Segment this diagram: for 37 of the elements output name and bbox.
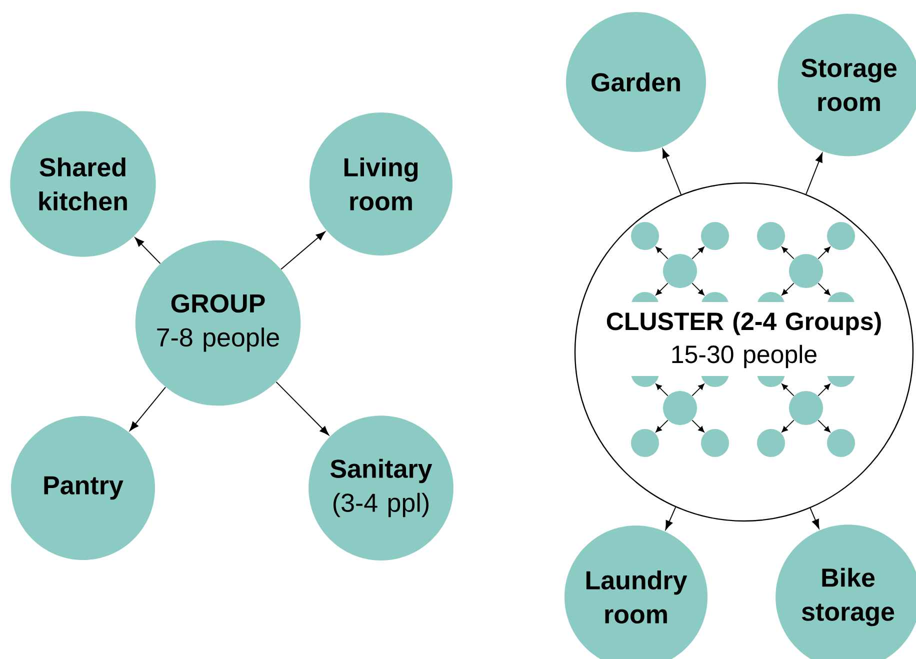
small-circle — [631, 429, 659, 457]
small-circle — [827, 222, 855, 250]
small-circle — [701, 429, 729, 457]
arrow — [276, 381, 329, 436]
arrow — [782, 420, 794, 432]
arrow — [656, 282, 668, 296]
arrow — [692, 282, 704, 296]
arrow — [806, 152, 823, 195]
arrow — [662, 148, 682, 196]
small-circle — [757, 429, 785, 457]
small-circle — [789, 254, 823, 288]
cluster-label: CLUSTER (2-4 Groups) 15-30 people — [584, 302, 904, 376]
arrow — [656, 420, 668, 432]
arrow — [130, 386, 166, 431]
arrow — [692, 246, 704, 260]
arrow — [810, 508, 820, 529]
arrow — [818, 282, 830, 296]
arrow — [782, 282, 794, 296]
small-circle — [789, 391, 823, 425]
arrow — [818, 420, 830, 432]
arrow — [782, 384, 794, 396]
arrow — [818, 246, 830, 260]
arrow — [280, 231, 326, 270]
arrow — [692, 384, 704, 396]
small-circle — [757, 222, 785, 250]
arrow — [134, 237, 161, 264]
small-circle — [631, 222, 659, 250]
small-circle — [827, 429, 855, 457]
arrow — [665, 506, 676, 530]
arrow — [782, 246, 794, 260]
small-circle — [663, 254, 697, 288]
arrow — [818, 384, 830, 396]
arrow — [656, 246, 668, 260]
small-circle — [701, 222, 729, 250]
arrow — [656, 384, 668, 396]
small-circle — [663, 391, 697, 425]
arrow — [692, 420, 704, 432]
